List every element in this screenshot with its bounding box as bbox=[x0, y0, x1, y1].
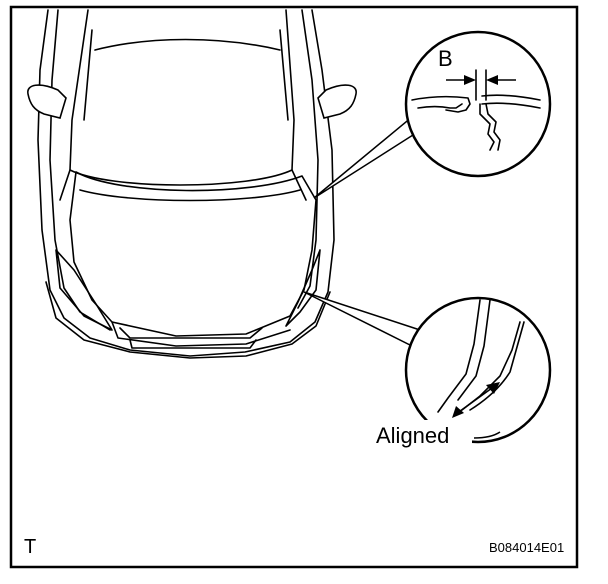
roof-line bbox=[94, 38, 281, 51]
car-top-view bbox=[37, 9, 335, 359]
headlight-right bbox=[285, 249, 321, 327]
callout-top: B bbox=[313, 30, 552, 199]
callout-bottom-label: Aligned bbox=[376, 423, 449, 448]
hood bbox=[69, 171, 317, 337]
side-mirrors bbox=[27, 84, 357, 119]
car-body-outline bbox=[37, 9, 335, 357]
hood-edge-detail bbox=[411, 95, 471, 113]
corner-label: T bbox=[24, 536, 36, 558]
callout-top-circle bbox=[404, 30, 552, 178]
headlight-left bbox=[55, 249, 113, 331]
mirror-left bbox=[27, 84, 67, 119]
callout-top-label: B bbox=[438, 46, 453, 71]
grille bbox=[119, 327, 263, 339]
hood-corner-detail bbox=[437, 299, 481, 413]
mirror-right bbox=[317, 84, 357, 119]
figure-code: B084014E01 bbox=[489, 540, 564, 555]
callout-bottom: Aligned bbox=[303, 291, 552, 448]
front-bumper bbox=[45, 281, 331, 359]
